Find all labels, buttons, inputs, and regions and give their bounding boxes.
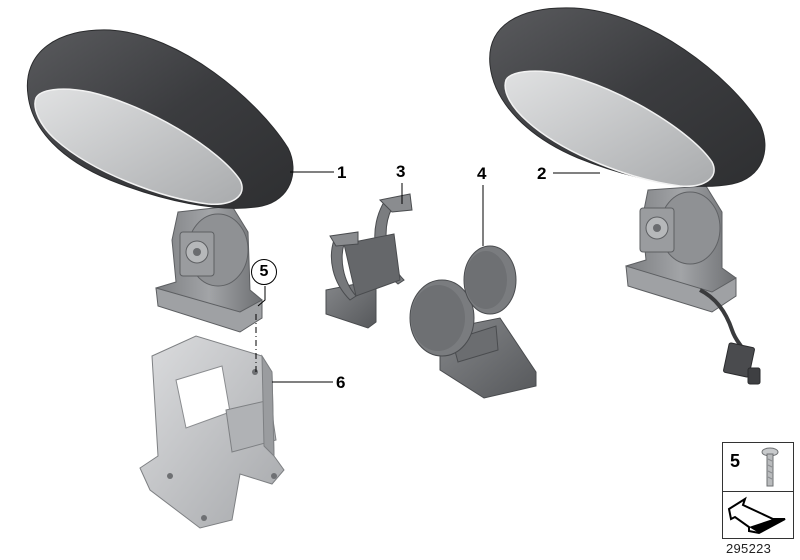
armrest-left (26, 29, 294, 333)
mounting-bracket (139, 335, 285, 529)
callout-5-circled: 5 (251, 259, 277, 285)
callout-1: 1 (337, 163, 347, 182)
armrest-right-mechanism (625, 185, 737, 313)
diagram-image-id: 295223 (726, 541, 772, 556)
cap-cover (409, 245, 537, 399)
screw-icon (761, 447, 779, 487)
arrow-icon (727, 496, 786, 535)
armrest-left-mechanism (155, 205, 263, 333)
legend-part-number: 5 (730, 451, 741, 471)
wiring-harness (699, 288, 761, 385)
legend-icons (727, 447, 786, 535)
callout-3: 3 (396, 162, 406, 181)
armrest-right (489, 7, 766, 385)
split-clamp-cover (325, 193, 413, 329)
callout-2: 2 (537, 164, 547, 183)
callout-6: 6 (336, 373, 346, 392)
legend-divider (723, 491, 793, 492)
leader-line-5 (257, 286, 266, 307)
callout-4: 4 (477, 164, 487, 183)
legend-box: 5 (722, 442, 794, 539)
